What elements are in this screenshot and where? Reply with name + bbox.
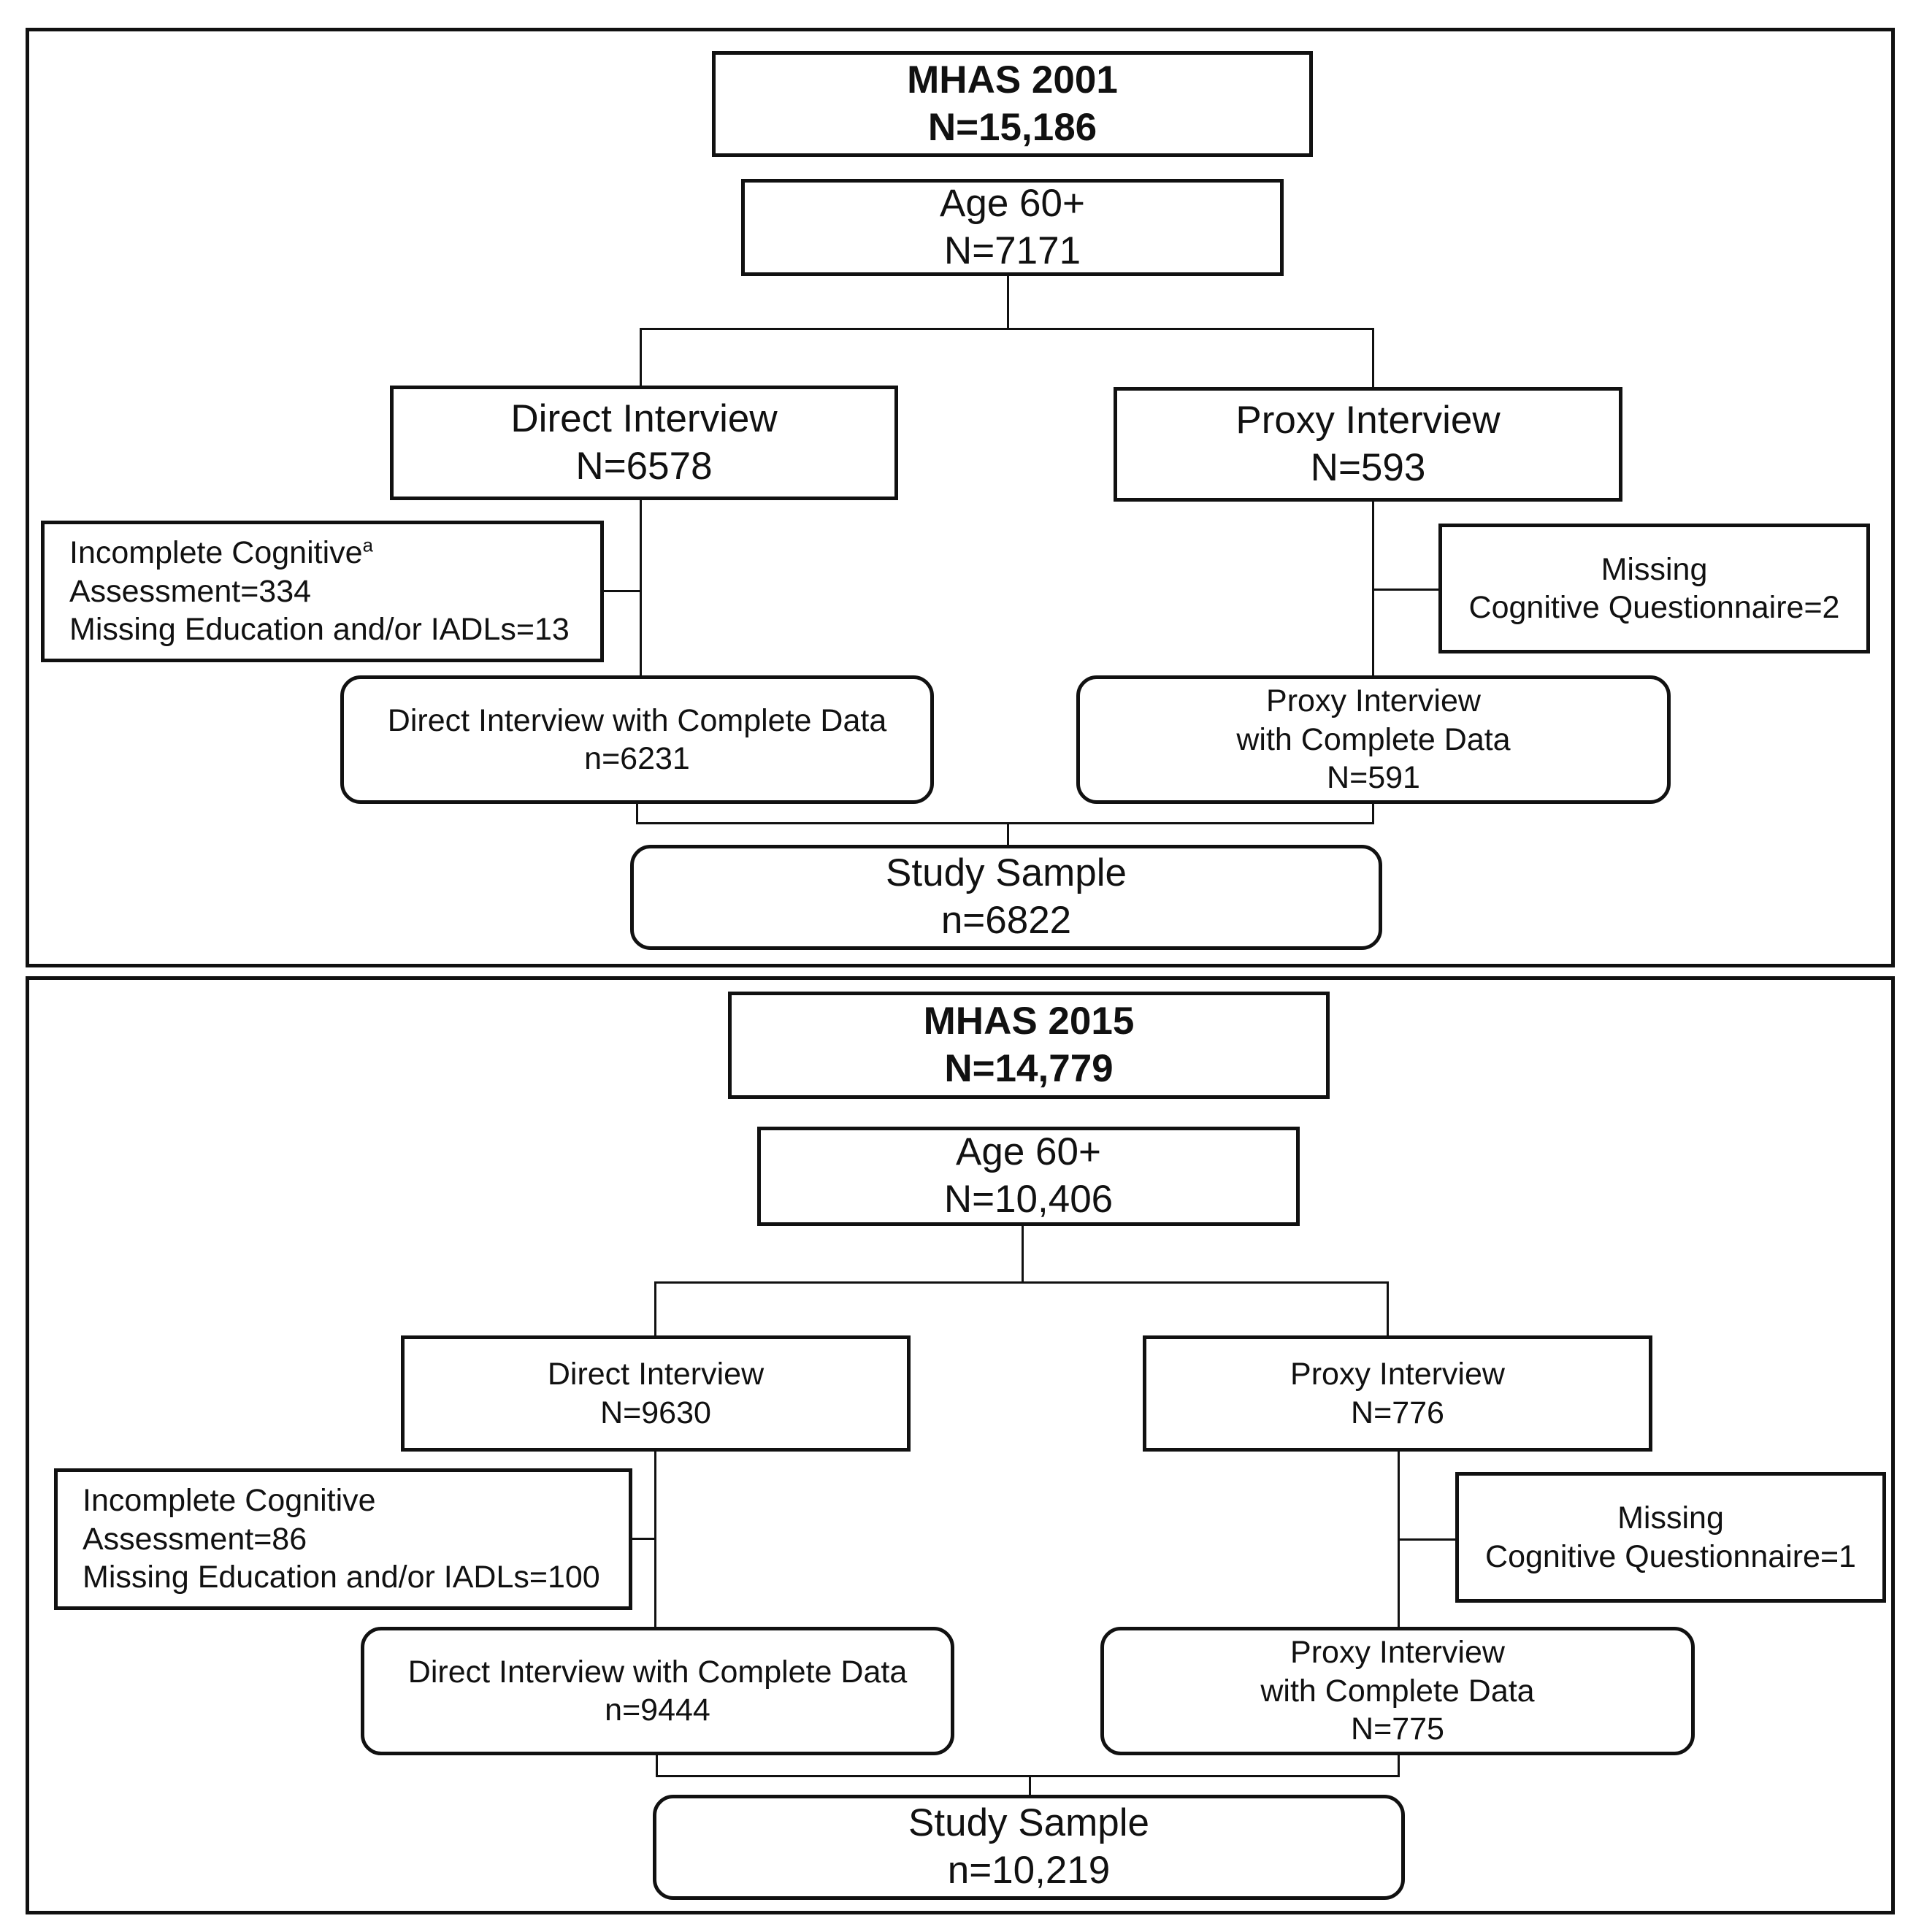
exclusion-line: Cognitive Questionnaire=2 [1468, 590, 1840, 625]
connector [654, 1281, 1389, 1284]
proxy-complete-box: Proxy Interview with Complete Data N=775 [1100, 1627, 1695, 1755]
cohort-title: MHAS 2015 [923, 999, 1135, 1043]
proxy-interview-label: Proxy Interview [1290, 1357, 1505, 1392]
exclusion-line: Assessment=334 [69, 573, 312, 609]
age-label: Age 60+ [956, 1130, 1101, 1174]
study-sample-label: Study Sample [908, 1801, 1149, 1845]
connector [1007, 274, 1009, 329]
connector [656, 1775, 1400, 1777]
direct-complete-n: n=9444 [605, 1693, 710, 1728]
proxy-interview-n: N=593 [1310, 445, 1426, 489]
cohort-n: N=14,779 [944, 1046, 1114, 1090]
direct-interview-label: Direct Interview [510, 396, 778, 440]
direct-complete-label: Direct Interview with Complete Data [387, 702, 887, 738]
direct-complete-label: Direct Interview with Complete Data [407, 1654, 908, 1690]
proxy-complete-label: Proxy Interview [1266, 683, 1481, 719]
cohort-title: MHAS 2001 [907, 58, 1118, 101]
panel-2015 [26, 976, 1895, 1914]
direct-interview-box: Direct Interview N=6578 [390, 386, 898, 500]
exclusion-line: Incomplete Cognitivea [69, 535, 373, 571]
direct-interview-box: Direct Interview N=9630 [401, 1335, 911, 1452]
exclusion-line: Missing [1601, 551, 1708, 587]
panel-2001 [26, 28, 1895, 967]
cohort-box: MHAS 2001 N=15,186 [712, 51, 1313, 157]
connector [654, 1281, 656, 1338]
direct-complete-box: Direct Interview with Complete Data n=94… [361, 1627, 954, 1755]
proxy-exclusion-box: Missing Cognitive Questionnaire=1 [1455, 1472, 1886, 1603]
study-sample-n: n=6822 [940, 899, 1072, 942]
connector [636, 822, 1374, 824]
connector [640, 328, 642, 386]
proxy-complete-n: N=775 [1351, 1711, 1444, 1747]
exclusion-line: Cognitive Questionnaire=1 [1485, 1538, 1856, 1574]
proxy-complete-box: Proxy Interview with Complete Data N=591 [1076, 675, 1671, 804]
age-box: Age 60+ N=10,406 [757, 1127, 1300, 1226]
proxy-interview-box: Proxy Interview N=593 [1114, 387, 1622, 502]
connector [1372, 589, 1441, 591]
connector [1372, 328, 1374, 388]
connector [1387, 1281, 1389, 1338]
age-n: N=10,406 [943, 1178, 1114, 1221]
footnote-marker: a [362, 535, 373, 556]
connector [1398, 1538, 1458, 1541]
proxy-complete-label: with Complete Data [1260, 1673, 1535, 1709]
proxy-complete-n: N=591 [1327, 760, 1420, 796]
connector [1398, 1752, 1400, 1776]
connector [640, 328, 1374, 330]
proxy-interview-label: Proxy Interview [1235, 398, 1501, 442]
cohort-box: MHAS 2015 N=14,779 [728, 992, 1330, 1099]
direct-complete-box: Direct Interview with Complete Data n=62… [340, 675, 934, 804]
proxy-complete-label: Proxy Interview [1290, 1635, 1505, 1671]
direct-interview-label: Direct Interview [547, 1357, 765, 1392]
direct-exclusion-box: Incomplete Cognitivea Assessment=334 Mis… [41, 521, 604, 662]
connector [628, 1538, 656, 1540]
connector [656, 1752, 658, 1776]
study-sample-n: n=10,219 [947, 1849, 1111, 1892]
exclusion-line: Missing [1617, 1500, 1724, 1536]
connector [1007, 822, 1009, 847]
direct-exclusion-box: Incomplete Cognitive Assessment=86 Missi… [54, 1468, 632, 1610]
exclusion-line: Missing Education and/or IADLs=100 [83, 1560, 600, 1595]
exclusion-line: Assessment=86 [83, 1521, 307, 1557]
proxy-complete-label: with Complete Data [1236, 721, 1511, 757]
age-box: Age 60+ N=7171 [741, 179, 1284, 276]
connector [636, 802, 638, 824]
exclusion-line: Missing Education and/or IADLs=13 [69, 612, 570, 648]
connector [602, 590, 642, 592]
connector [1372, 802, 1374, 824]
connector [1029, 1775, 1031, 1797]
direct-complete-n: n=6231 [584, 741, 690, 776]
study-sample-box: Study Sample n=6822 [630, 845, 1382, 950]
age-label: Age 60+ [940, 181, 1085, 225]
connector [640, 499, 642, 678]
direct-interview-n: N=9630 [600, 1395, 711, 1430]
proxy-interview-n: N=776 [1351, 1395, 1444, 1430]
proxy-interview-box: Proxy Interview N=776 [1143, 1335, 1652, 1452]
proxy-exclusion-box: Missing Cognitive Questionnaire=2 [1438, 524, 1870, 653]
study-sample-label: Study Sample [886, 851, 1127, 895]
cohort-n: N=15,186 [927, 105, 1097, 149]
direct-interview-n: N=6578 [575, 444, 713, 488]
exclusion-line: Incomplete Cognitive [83, 1483, 376, 1519]
connector [1022, 1224, 1024, 1283]
study-sample-box: Study Sample n=10,219 [653, 1795, 1405, 1900]
age-n: N=7171 [943, 229, 1081, 272]
connector [1372, 499, 1374, 678]
